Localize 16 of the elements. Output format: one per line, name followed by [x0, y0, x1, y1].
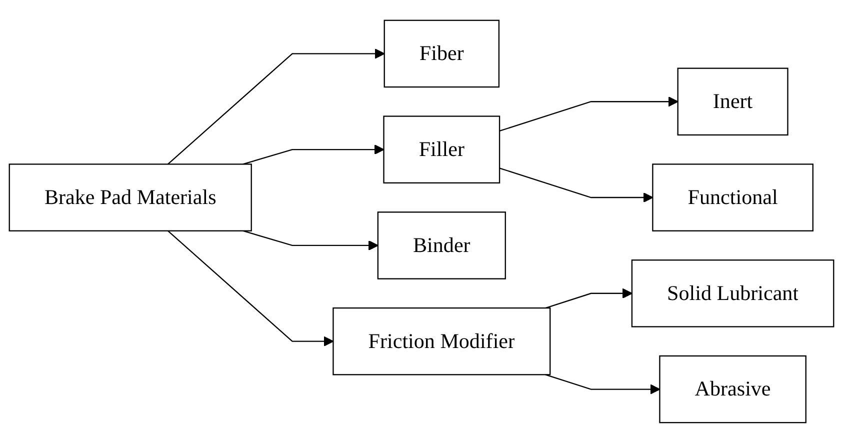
node-box: [652, 163, 814, 231]
node-box: [8, 163, 252, 231]
arrow: [545, 374, 660, 394]
node-box: [659, 354, 806, 423]
tree-diagram: Brake Pad Materials Fiber Filler Binder Friction Modifier Inert Functional Solid Lubricant Abrasive: [0, 10, 843, 432]
arrow: [168, 48, 385, 164]
node-box: [332, 306, 551, 375]
arrow: [242, 230, 378, 250]
node-box: [384, 19, 500, 88]
node-box: [377, 211, 506, 279]
arrow: [168, 230, 334, 346]
node-box: [383, 115, 500, 183]
node-box: [631, 259, 834, 327]
arrow: [499, 167, 654, 202]
arrow: [499, 96, 678, 132]
node-box: [677, 67, 788, 136]
